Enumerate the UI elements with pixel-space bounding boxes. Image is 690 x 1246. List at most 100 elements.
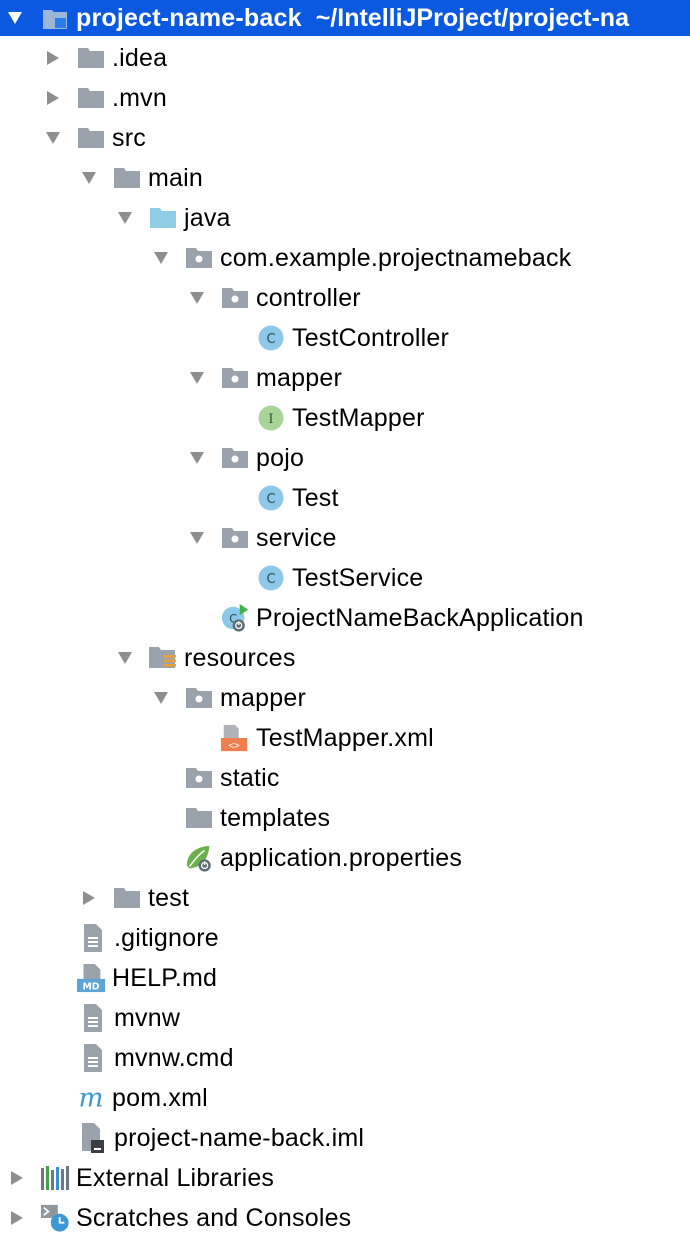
tree-item-label: pojo [256,444,305,472]
tree-item-label: .gitignore [114,924,219,952]
tree-item-main[interactable]: main [0,158,690,198]
tree-item-testcontroller[interactable]: C TestController [0,318,690,358]
package-icon [184,683,214,713]
package-icon [220,443,250,473]
tree-item-label: TestController [292,324,450,352]
tree-item-label: .mvn [112,84,167,112]
expand-arrow-right-icon[interactable] [42,87,64,109]
svg-text:C: C [266,492,275,507]
tree-item-label: service [256,524,337,552]
svg-text:I: I [268,412,273,427]
tree-item-scratches[interactable]: Scratches and Consoles [0,1198,690,1238]
tree-item-mapper-package[interactable]: mapper [0,358,690,398]
tree-item-label: controller [256,284,361,312]
expand-arrow-down-icon[interactable] [150,247,172,269]
tree-item-label: application.properties [220,844,463,872]
tree-item-application-class[interactable]: C ProjectNameBackApplication [0,598,690,638]
spring-properties-icon [184,843,214,873]
tree-item-package-root[interactable]: com.example.projectnameback [0,238,690,278]
tree-item-controller[interactable]: controller [0,278,690,318]
text-file-icon [78,923,108,953]
package-icon [184,763,214,793]
package-icon [220,363,250,393]
folder-icon [76,123,106,153]
text-file-icon [78,1003,108,1033]
tree-item-label: mapper [256,364,342,392]
package-icon [220,283,250,313]
tree-root-row[interactable]: project-name-back ~/IntelliJProject/proj… [0,0,690,36]
tree-item-test-folder[interactable]: test [0,878,690,918]
expand-arrow-down-icon[interactable] [42,127,64,149]
tree-item-mvnw-cmd[interactable]: mvnw.cmd [0,1038,690,1078]
tree-item-testmapper[interactable]: I TestMapper [0,398,690,438]
tree-item-testmapper-xml[interactable]: <> TestMapper.xml [0,718,690,758]
libraries-icon [40,1163,70,1193]
folder-icon [184,803,214,833]
tree-item-resources[interactable]: resources [0,638,690,678]
tree-item-label: com.example.projectnameback [220,244,572,272]
module-folder-icon [40,3,70,33]
class-icon: C [256,323,286,353]
expand-arrow-down-icon[interactable] [186,287,208,309]
folder-icon [76,83,106,113]
svg-text:m: m [79,1083,104,1113]
tree-item-idea[interactable]: .idea [0,38,690,78]
expand-arrow-right-icon[interactable] [78,887,100,909]
tree-item-label: .idea [112,44,168,72]
module-file-icon [78,1123,108,1153]
interface-icon: I [256,403,286,433]
tree-item-pojo[interactable]: pojo [0,438,690,478]
tree-item-application-properties[interactable]: application.properties [0,838,690,878]
tree-item-label: External Libraries [76,1164,275,1192]
tree-item-templates[interactable]: templates [0,798,690,838]
expand-arrow-down-icon[interactable] [186,447,208,469]
expand-arrow-down-icon[interactable] [78,167,100,189]
tree-item-label: Test [292,484,339,512]
tree-item-label: project-name-back.iml [114,1124,365,1152]
folder-icon [76,43,106,73]
expand-arrow-down-icon[interactable] [114,207,136,229]
tree-item-label: ProjectNameBackApplication [256,604,584,632]
svg-text:C: C [266,572,275,587]
tree-item-service[interactable]: service [0,518,690,558]
tree-item-label: templates [220,804,331,832]
tree-item-mapper-folder[interactable]: mapper [0,678,690,718]
tree-item-label: java [184,204,231,232]
tree-item-label: pom.xml [112,1084,208,1112]
tree-item-label: static [220,764,280,792]
tree-item-mvnw[interactable]: mvnw [0,998,690,1038]
tree-item-pom-xml[interactable]: m pom.xml [0,1078,690,1118]
scratches-icon [40,1203,70,1233]
expand-arrow-right-icon[interactable] [6,1167,28,1189]
tree-item-iml[interactable]: project-name-back.iml [0,1118,690,1158]
tree-item-label: mapper [220,684,306,712]
tree-item-test-class[interactable]: C Test [0,478,690,518]
tree-item-java[interactable]: java [0,198,690,238]
expand-arrow-down-icon[interactable] [150,687,172,709]
tree-item-mvn[interactable]: .mvn [0,78,690,118]
tree-item-testservice[interactable]: C TestService [0,558,690,598]
tree-item-static[interactable]: static [0,758,690,798]
expand-arrow-down-icon[interactable] [114,647,136,669]
package-icon [184,243,214,273]
text-file-icon [78,1043,108,1073]
expand-arrow-down-icon[interactable] [186,527,208,549]
resources-folder-icon [148,643,178,673]
tree-item-gitignore[interactable]: .gitignore [0,918,690,958]
expand-arrow-down-icon[interactable] [4,7,26,29]
folder-icon [112,883,142,913]
tree-item-label: TestMapper [292,404,425,432]
tree-item-src[interactable]: src [0,118,690,158]
tree-item-label: mvnw.cmd [114,1044,234,1072]
tree-item-label: HELP.md [112,964,218,992]
folder-icon [112,163,142,193]
markdown-file-icon: MD [76,963,106,993]
tree-item-help-md[interactable]: MD HELP.md [0,958,690,998]
maven-icon: m [76,1083,106,1113]
expand-arrow-right-icon[interactable] [6,1207,28,1229]
expand-arrow-right-icon[interactable] [42,47,64,69]
expand-arrow-down-icon[interactable] [186,367,208,389]
tree-item-label: mvnw [114,1004,181,1032]
tree-item-external-libraries[interactable]: External Libraries [0,1158,690,1198]
tree-item-label: Scratches and Consoles [76,1204,352,1232]
